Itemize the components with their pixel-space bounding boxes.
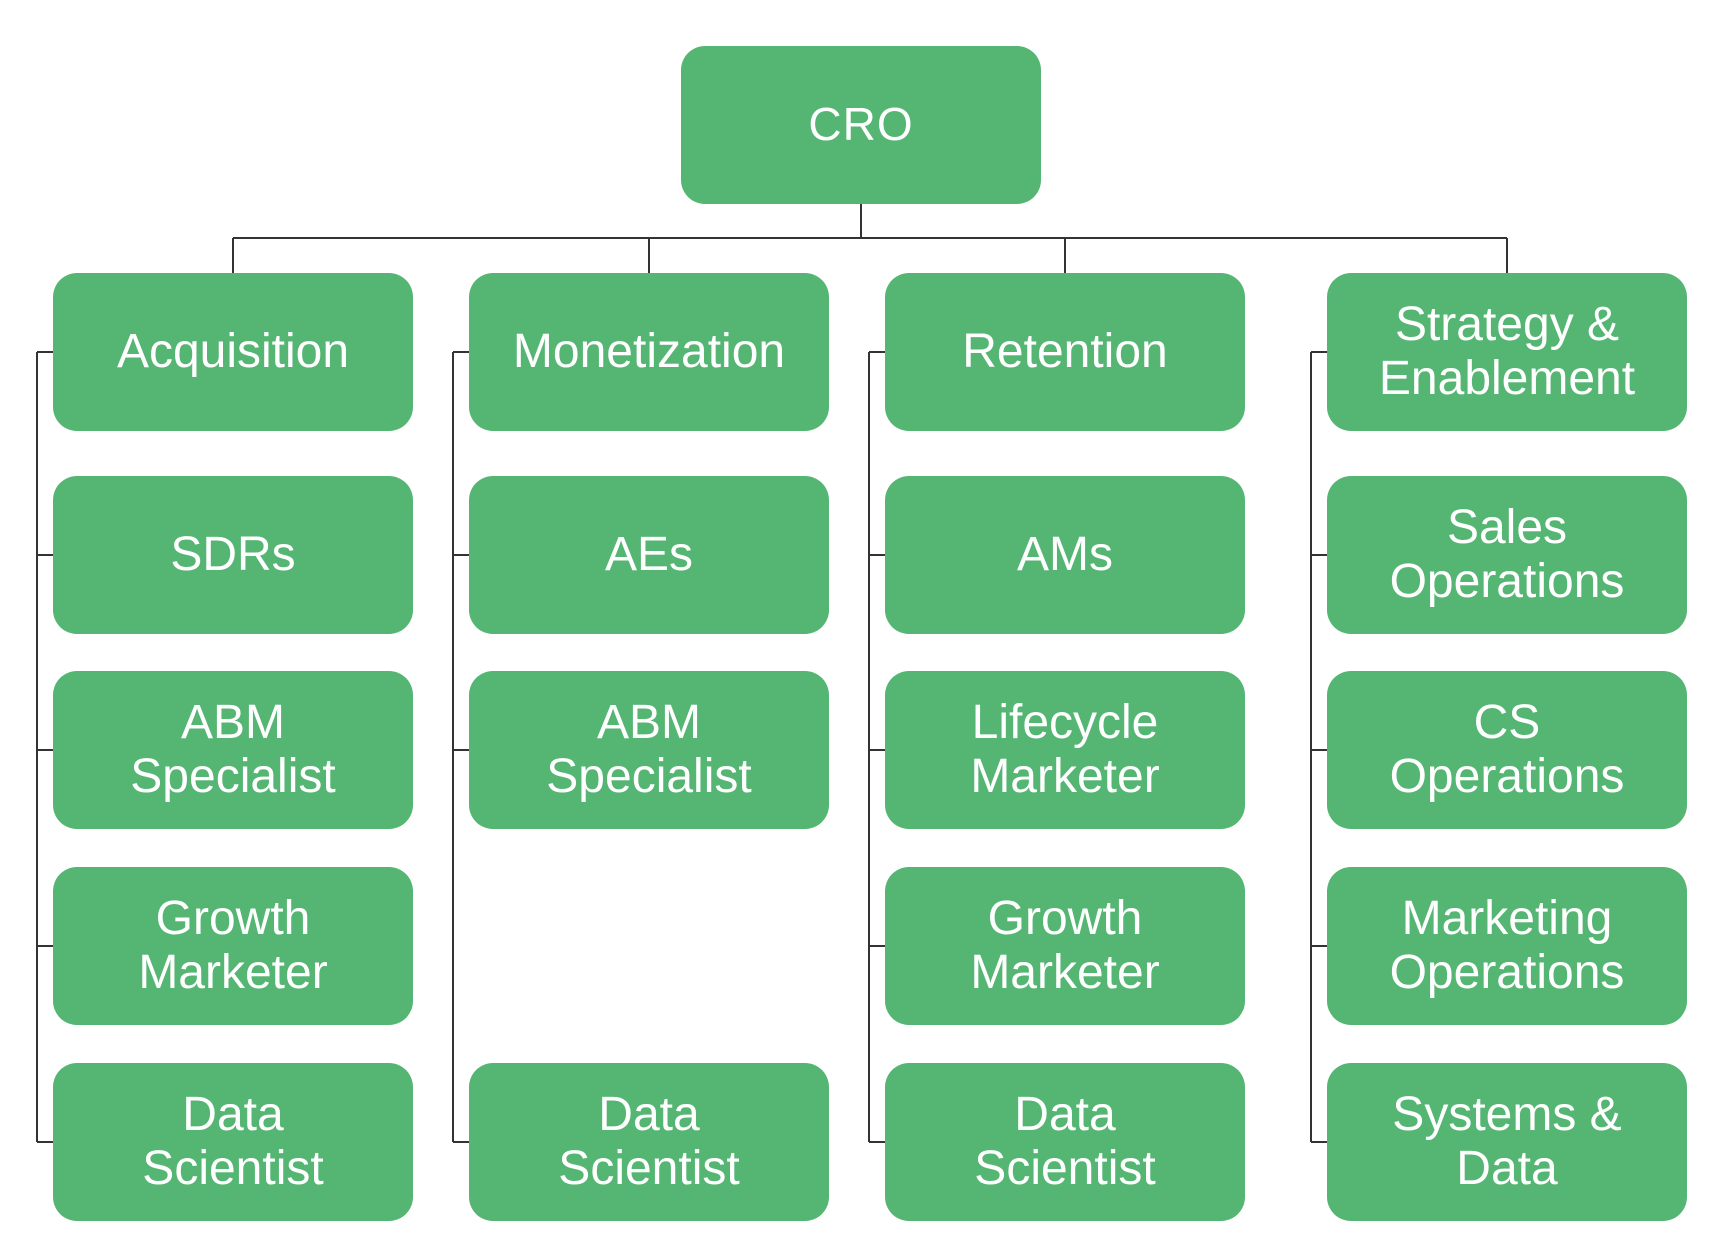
role-node-4-1: Sales Operations bbox=[1327, 476, 1687, 634]
role-node-1-3: Growth Marketer bbox=[53, 867, 413, 1025]
role-node-4-1-label: Sales Operations bbox=[1389, 500, 1625, 608]
role-node-3-2-label: Lifecycle Marketer bbox=[970, 695, 1160, 803]
role-node-4-4: Systems & Data bbox=[1327, 1063, 1687, 1221]
root-node: CRO bbox=[681, 46, 1041, 204]
role-node-3-1: AMs bbox=[885, 476, 1245, 634]
role-node-1-3-label: Growth Marketer bbox=[138, 891, 328, 999]
role-node-2-1-label: AEs bbox=[604, 527, 694, 581]
role-node-2-2: ABM Specialist bbox=[469, 671, 829, 829]
department-node-1-label: Acquisition bbox=[116, 324, 350, 378]
role-node-4-3: Marketing Operations bbox=[1327, 867, 1687, 1025]
role-node-1-4: Data Scientist bbox=[53, 1063, 413, 1221]
role-node-1-4-label: Data Scientist bbox=[142, 1087, 324, 1195]
department-node-1: Acquisition bbox=[53, 273, 413, 431]
department-node-3-label: Retention bbox=[962, 324, 1168, 378]
role-node-2-2-label: ABM Specialist bbox=[546, 695, 752, 803]
department-node-4-label: Strategy & Enablement bbox=[1378, 297, 1636, 405]
role-node-4-4-label: Systems & Data bbox=[1392, 1087, 1622, 1195]
department-node-4: Strategy & Enablement bbox=[1327, 273, 1687, 431]
role-node-2-3-label: Data Scientist bbox=[558, 1087, 740, 1195]
role-node-3-4-label: Data Scientist bbox=[974, 1087, 1156, 1195]
role-node-4-2-label: CS Operations bbox=[1389, 695, 1625, 803]
role-node-4-2: CS Operations bbox=[1327, 671, 1687, 829]
role-node-1-1-label: SDRs bbox=[170, 527, 296, 581]
role-node-1-2-label: ABM Specialist bbox=[130, 695, 336, 803]
role-node-3-3: Growth Marketer bbox=[885, 867, 1245, 1025]
department-node-2-label: Monetization bbox=[512, 324, 786, 378]
role-node-4-3-label: Marketing Operations bbox=[1389, 891, 1625, 999]
role-node-3-2: Lifecycle Marketer bbox=[885, 671, 1245, 829]
role-node-3-1-label: AMs bbox=[1017, 527, 1113, 581]
root-node-label: CRO bbox=[808, 98, 914, 151]
role-node-1-2: ABM Specialist bbox=[53, 671, 413, 829]
role-node-2-1: AEs bbox=[469, 476, 829, 634]
department-node-3: Retention bbox=[885, 273, 1245, 431]
role-node-1-1: SDRs bbox=[53, 476, 413, 634]
role-node-3-4: Data Scientist bbox=[885, 1063, 1245, 1221]
role-node-2-3: Data Scientist bbox=[469, 1063, 829, 1221]
role-node-3-3-label: Growth Marketer bbox=[970, 891, 1160, 999]
department-node-2: Monetization bbox=[469, 273, 829, 431]
